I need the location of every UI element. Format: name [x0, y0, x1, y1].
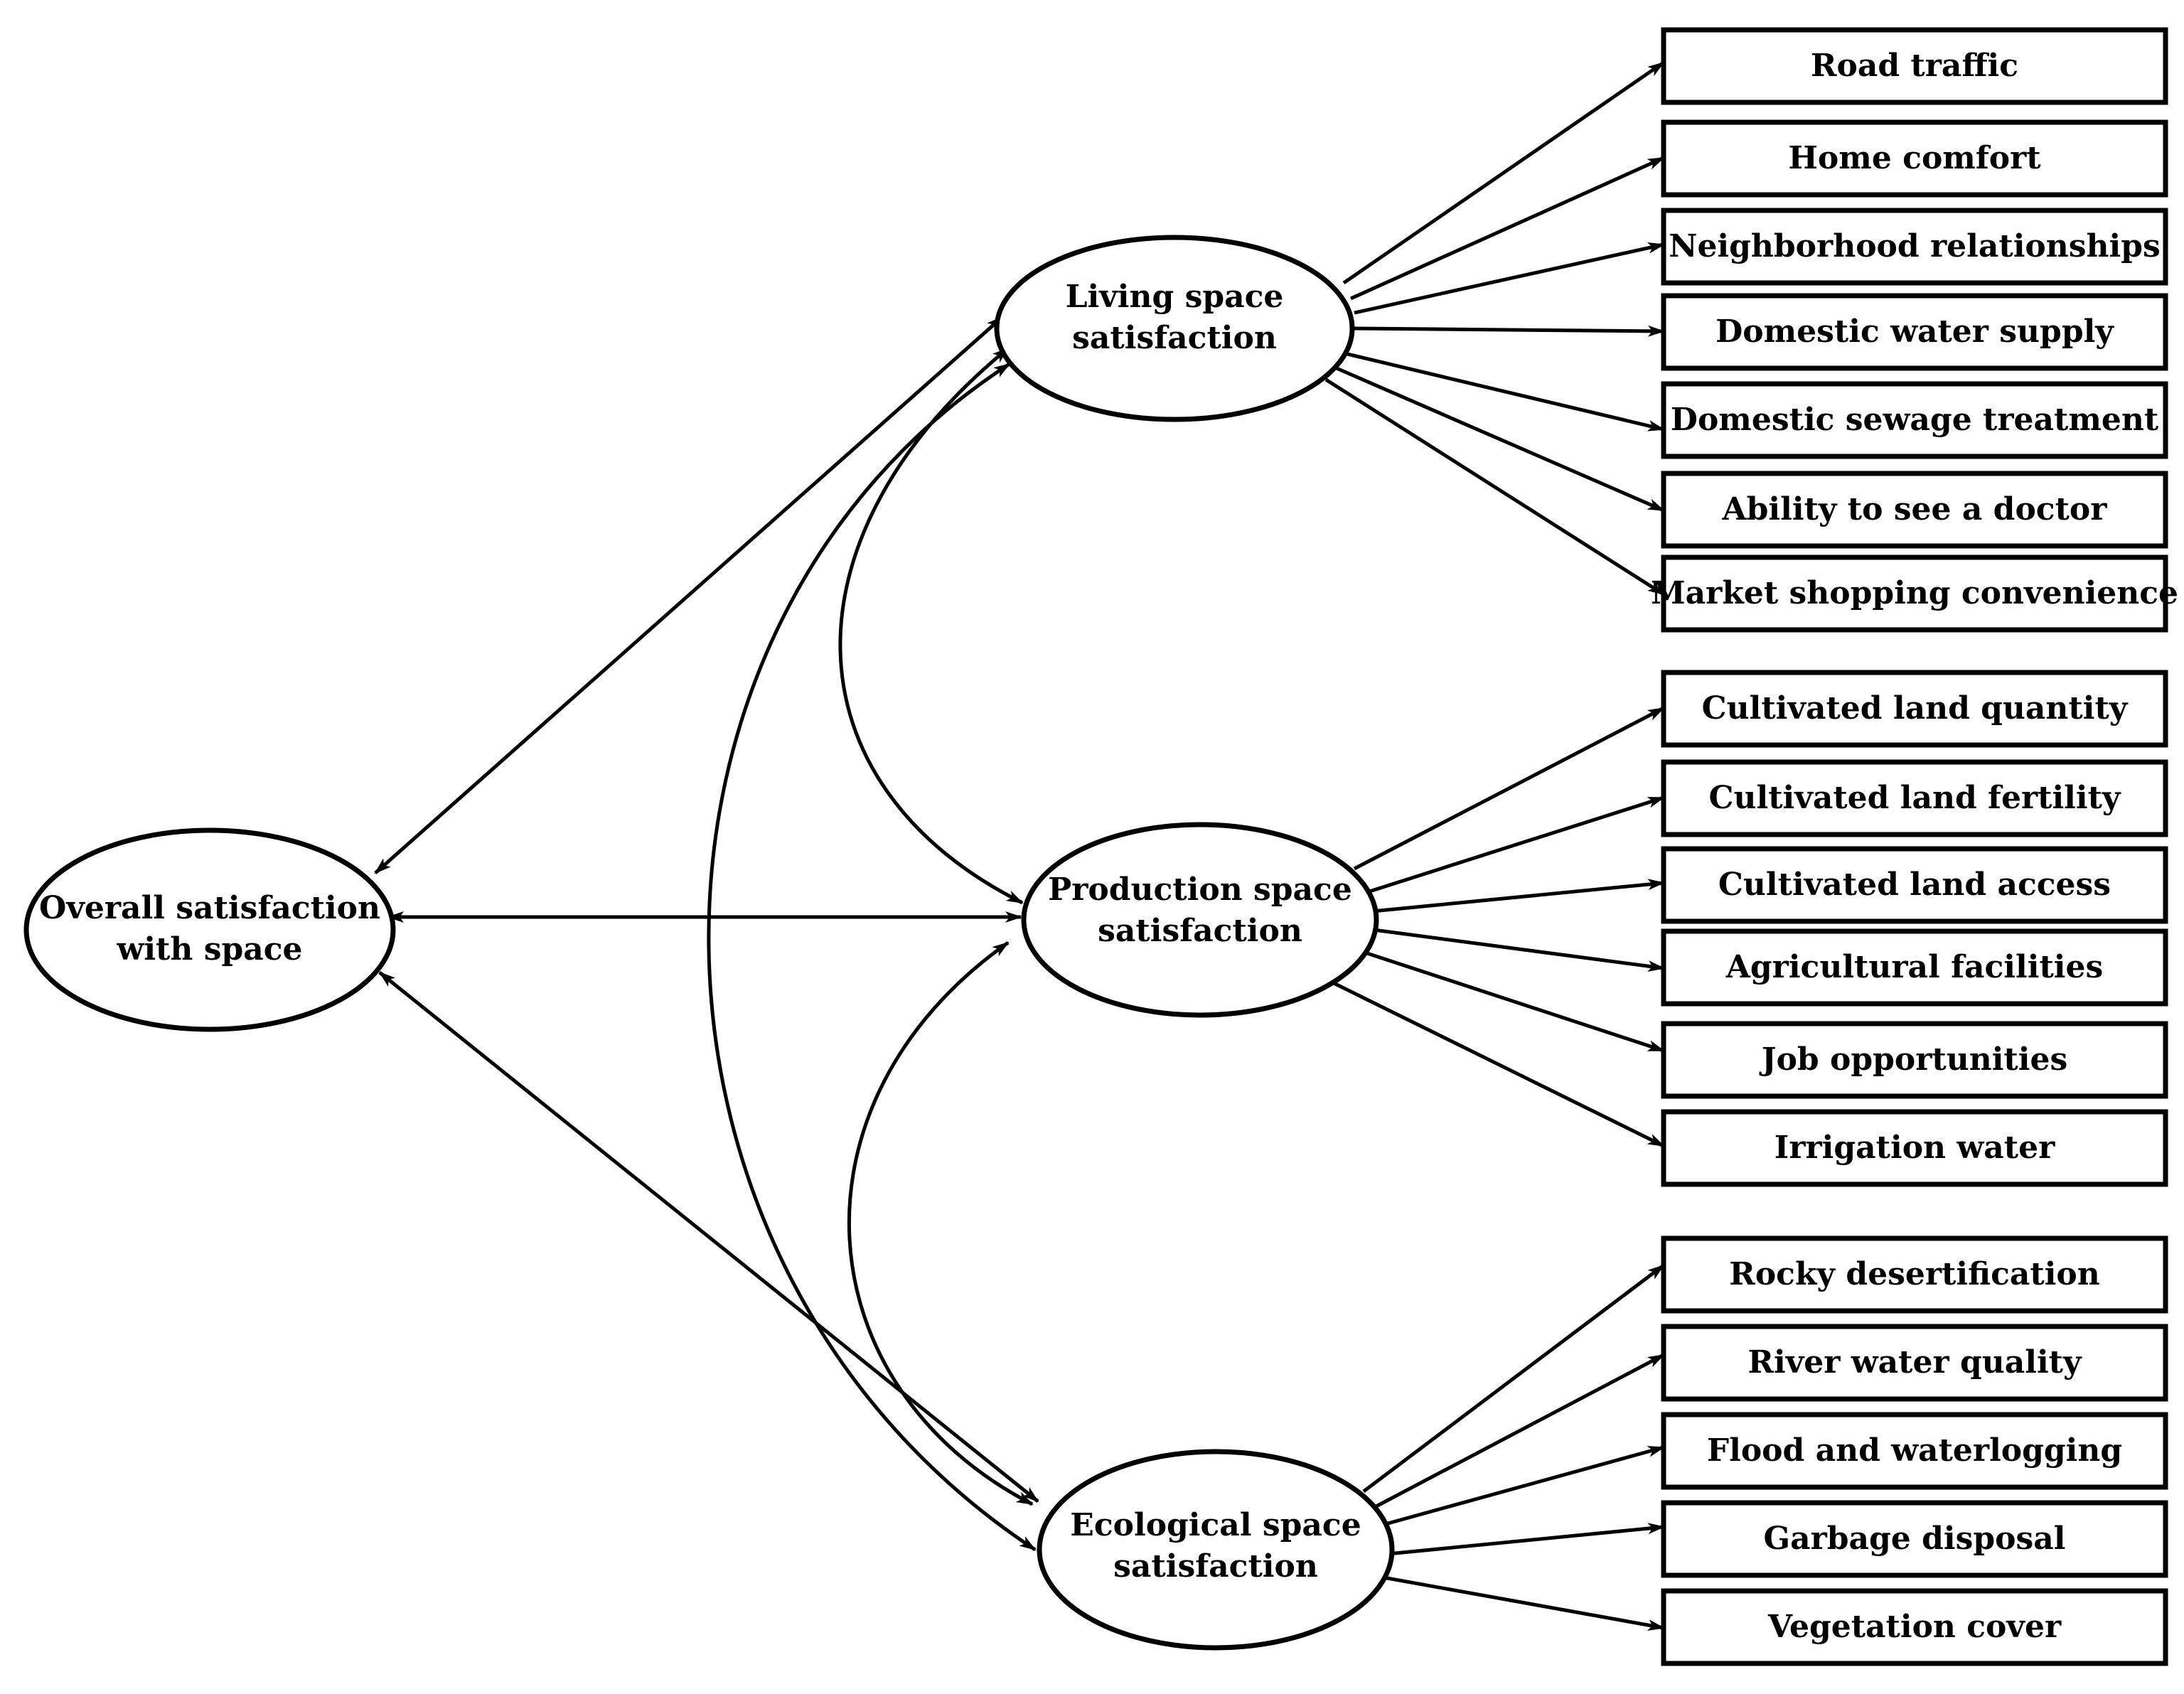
- indicator-label: Garbage disposal: [1764, 1521, 2066, 1557]
- node-label-line: with space: [116, 931, 302, 967]
- indicator-arrow: [1387, 1523, 1665, 1556]
- indicator-label: Neighborhood relationships: [1669, 228, 2161, 264]
- indicator-label: Domestic water supply: [1715, 313, 2114, 350]
- indicator-box: Ability to see a doctor: [1661, 471, 2168, 549]
- indicator-box: Rocky desertification: [1661, 1235, 2168, 1314]
- indicator-arrow: [1382, 1445, 1665, 1527]
- indicator-arrow: [1324, 377, 1665, 596]
- node-production-space-satisfaction: Production space satisfaction: [1021, 822, 1379, 1018]
- indicator-label: Vegetation cover: [1767, 1609, 2062, 1645]
- indicator-label: Cultivated land quantity: [1702, 690, 2129, 727]
- indicator-label: Job opportunities: [1759, 1041, 2067, 1078]
- indicator-arrow: [1353, 706, 1665, 871]
- indicator-boxes: Road traffic Home comfort Neighborhood r…: [1651, 27, 2178, 1666]
- indicator-label: Flood and waterlogging: [1707, 1432, 2122, 1469]
- node-label-line: Production space: [1048, 872, 1352, 908]
- indicator-box: Home comfort: [1661, 119, 2168, 198]
- indicator-box: Domestic sewage treatment: [1661, 381, 2168, 459]
- indicator-box: Road traffic: [1661, 27, 2168, 105]
- node-overall-satisfaction: Overall satisfaction with space: [23, 827, 396, 1032]
- indicator-label: Road traffic: [1811, 48, 2018, 84]
- indicator-box: Flood and waterlogging: [1661, 1412, 2168, 1490]
- indicator-arrow: [1342, 60, 1665, 285]
- overall-living-arrow: [374, 316, 1004, 874]
- node-living-space-satisfaction: Living space satisfaction: [994, 235, 1355, 422]
- indicator-arrow: [1379, 1575, 1665, 1631]
- indicator-label: Home comfort: [1788, 140, 2041, 176]
- edges-layer: [374, 60, 1665, 1631]
- node-label-line: Overall satisfaction: [39, 890, 380, 926]
- node-label-line: satisfaction: [1072, 320, 1277, 356]
- indicator-box: Neighborhood relationships: [1661, 208, 2168, 286]
- indicator-box: Cultivated land access: [1661, 846, 2168, 924]
- indicator-arrow: [1336, 366, 1665, 513]
- indicator-box: Agricultural facilities: [1661, 928, 2168, 1007]
- indicator-label: Cultivated land fertility: [1708, 780, 2121, 816]
- indicator-box: Garbage disposal: [1661, 1500, 2168, 1578]
- indicator-box: River water quality: [1661, 1324, 2168, 1402]
- production-ecological-curve: [847, 940, 1034, 1506]
- indicator-label: Irrigation water: [1774, 1130, 2055, 1166]
- indicator-label: Domestic sewage treatment: [1671, 402, 2159, 438]
- node-ecological-space-satisfaction: Ecological space satisfaction: [1037, 1449, 1395, 1651]
- indicator-arrow: [1328, 979, 1665, 1148]
- living-production-curve: [838, 347, 1024, 905]
- indicator-box: Vegetation cover: [1661, 1588, 2168, 1666]
- indicator-label: River water quality: [1747, 1344, 2082, 1381]
- indicator-box: Irrigation water: [1661, 1109, 2168, 1187]
- indicator-label: Ability to see a doctor: [1722, 491, 2108, 527]
- node-label-line: Ecological space: [1070, 1507, 1361, 1543]
- indicator-label: Rocky desertification: [1729, 1256, 2100, 1292]
- indicator-arrow: [1362, 1264, 1665, 1493]
- indicator-label: Cultivated land access: [1718, 867, 2111, 903]
- indicator-box: Market shopping convenience: [1651, 554, 2178, 633]
- indicator-arrow: [1364, 950, 1665, 1053]
- indicator-box: Cultivated land fertility: [1661, 759, 2168, 837]
- indicator-arrow: [1347, 352, 1665, 431]
- indicator-label: Market shopping convenience: [1651, 575, 2178, 611]
- node-label-line: satisfaction: [1098, 913, 1302, 949]
- indicator-arrow: [1354, 325, 1665, 337]
- indicator-arrow: [1349, 156, 1665, 301]
- indicator-box: Cultivated land quantity: [1661, 670, 2168, 748]
- living-ecological-curve: [707, 362, 1037, 1552]
- node-label-line: satisfaction: [1113, 1548, 1318, 1585]
- overall-ecological-arrow: [378, 971, 1039, 1503]
- indicator-arrow: [1371, 879, 1665, 913]
- indicator-arrow: [1354, 242, 1665, 315]
- indicator-box: Job opportunities: [1661, 1021, 2168, 1099]
- indicator-arrow: [1371, 1353, 1665, 1511]
- indicator-arrow: [1364, 795, 1665, 895]
- indicator-label: Agricultural facilities: [1725, 949, 2104, 985]
- indicator-arrow: [1373, 928, 1665, 972]
- node-label-line: Living space: [1066, 279, 1284, 315]
- indicator-box: Domestic water supply: [1661, 293, 2168, 371]
